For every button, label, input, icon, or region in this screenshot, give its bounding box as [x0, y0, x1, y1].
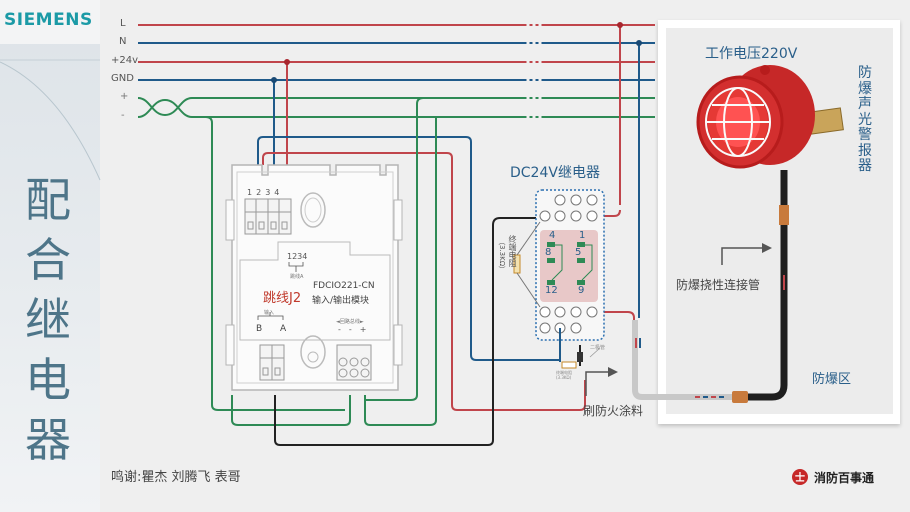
jumper-pins: 1234	[287, 252, 308, 261]
wire-green-2	[365, 97, 424, 401]
relay-contact-1: 1	[579, 230, 586, 241]
fire-logo-icon	[792, 469, 808, 485]
logo-band	[0, 0, 100, 44]
conduit-fitting-top	[779, 205, 789, 225]
io-module	[225, 164, 403, 391]
small-resistor	[561, 361, 577, 369]
relay-title: DC24V继电器	[510, 165, 600, 181]
mount-hole	[300, 192, 326, 228]
input-pin-B: B	[256, 324, 263, 334]
input-label: 输入	[264, 310, 275, 316]
small-resistor-label: 终端电阻 (3.3KΩ)	[556, 370, 572, 380]
junction-dot	[617, 22, 623, 28]
conduit-wire-marks	[635, 275, 785, 398]
wire-black	[274, 217, 540, 446]
wire-relay-out	[594, 311, 635, 335]
protective-cage	[705, 87, 771, 157]
diode-label: 二极管	[590, 345, 606, 351]
side-latch	[393, 324, 403, 366]
bus-plus	[137, 97, 655, 117]
keyhole-mount	[300, 335, 326, 369]
side-title-char: 器	[25, 413, 71, 467]
wire-relay-L	[594, 209, 621, 217]
wire-red-loop	[262, 152, 586, 411]
loop-terminals	[336, 344, 372, 381]
arrow-icon	[762, 243, 772, 253]
fireproof-callout-line	[585, 371, 610, 396]
loop-pins: --+	[338, 325, 375, 334]
module-model: FDCIO221-CN	[313, 281, 375, 291]
conduit-label: 防爆挠性连接管	[676, 278, 761, 292]
module-terminal-numbers: 1234	[247, 188, 284, 197]
side-title-char: 合	[25, 233, 71, 287]
decor-arc	[0, 61, 101, 181]
wire-green-3	[364, 117, 437, 426]
terminal-resistor-label: 终端电阻	[508, 235, 517, 267]
siemens-logo: SIEMENS	[4, 10, 93, 30]
wire-blue-loop	[257, 136, 560, 361]
explosion-proof-alarm	[696, 65, 844, 169]
relay-contact-8: 8	[545, 247, 552, 258]
steel-conduit	[632, 320, 735, 400]
relay-contact-12: 12	[545, 285, 558, 296]
terminal-block-top	[244, 198, 292, 235]
conduit-fitting	[732, 391, 748, 403]
side-title-char: 配	[25, 173, 71, 227]
relay-contact-9: 9	[578, 285, 585, 296]
side-latch	[393, 199, 403, 241]
diode-body	[577, 352, 583, 362]
junction-dot	[636, 40, 642, 46]
input-pin-A: A	[280, 324, 287, 334]
side-latch	[225, 324, 235, 366]
bus-label-L: L	[120, 18, 126, 29]
voltage-label: 工作电压220V	[705, 46, 798, 62]
terminal-block-bottom	[259, 344, 285, 381]
bus-label-plus: +	[120, 91, 129, 102]
break-marks	[526, 20, 542, 122]
jumper-label: 跳线J2	[263, 291, 302, 306]
side-title-char: 继	[25, 293, 71, 347]
bus-label-N: N	[119, 36, 127, 47]
flexible-conduit	[748, 225, 788, 401]
svg-text:士: 士	[795, 471, 805, 484]
relay	[513, 189, 605, 369]
loop-bus-label: ◄回路总线►	[336, 319, 364, 325]
alarm-device-label: 防 爆 声 光 警 报 器	[858, 65, 872, 174]
relay-contact-4: 4	[549, 230, 556, 241]
hazard-zone-label: 防爆区	[812, 372, 852, 387]
jumper-sub-label: 跳线A	[290, 274, 304, 280]
bus-label-24v: +24v	[111, 55, 139, 66]
module-desc: 输入/输出模块	[312, 296, 370, 306]
relay-contact-5: 5	[575, 247, 582, 258]
relay-contacts	[547, 242, 585, 285]
side-title-char: 电	[25, 353, 71, 407]
arrow-icon	[608, 367, 618, 377]
credits: 鸣谢:瞿杰 刘腾飞 表哥	[111, 470, 241, 485]
relay-screws	[539, 194, 598, 334]
wire-green-1	[192, 116, 345, 411]
bus-label-minus: -	[121, 110, 125, 121]
conduit-callout-line	[721, 247, 765, 265]
footer-logo-text: 消防百事通	[814, 471, 875, 485]
wire-green-4	[231, 395, 351, 426]
terminal-resistor-value: （3.3KΩ）	[498, 238, 506, 274]
junction-dot	[271, 77, 277, 83]
bus-minus	[137, 98, 655, 118]
bus-label-GND: GND	[111, 73, 134, 84]
bus-lines	[137, 20, 655, 122]
junction-dot	[284, 59, 290, 65]
side-latch	[225, 199, 235, 241]
side-title: 配 合 继 电 器	[18, 170, 78, 470]
fireproof-label: 刷防火涂料	[583, 404, 644, 418]
sidebar: SIEMENS 配 合 继 电 器	[0, 0, 100, 512]
